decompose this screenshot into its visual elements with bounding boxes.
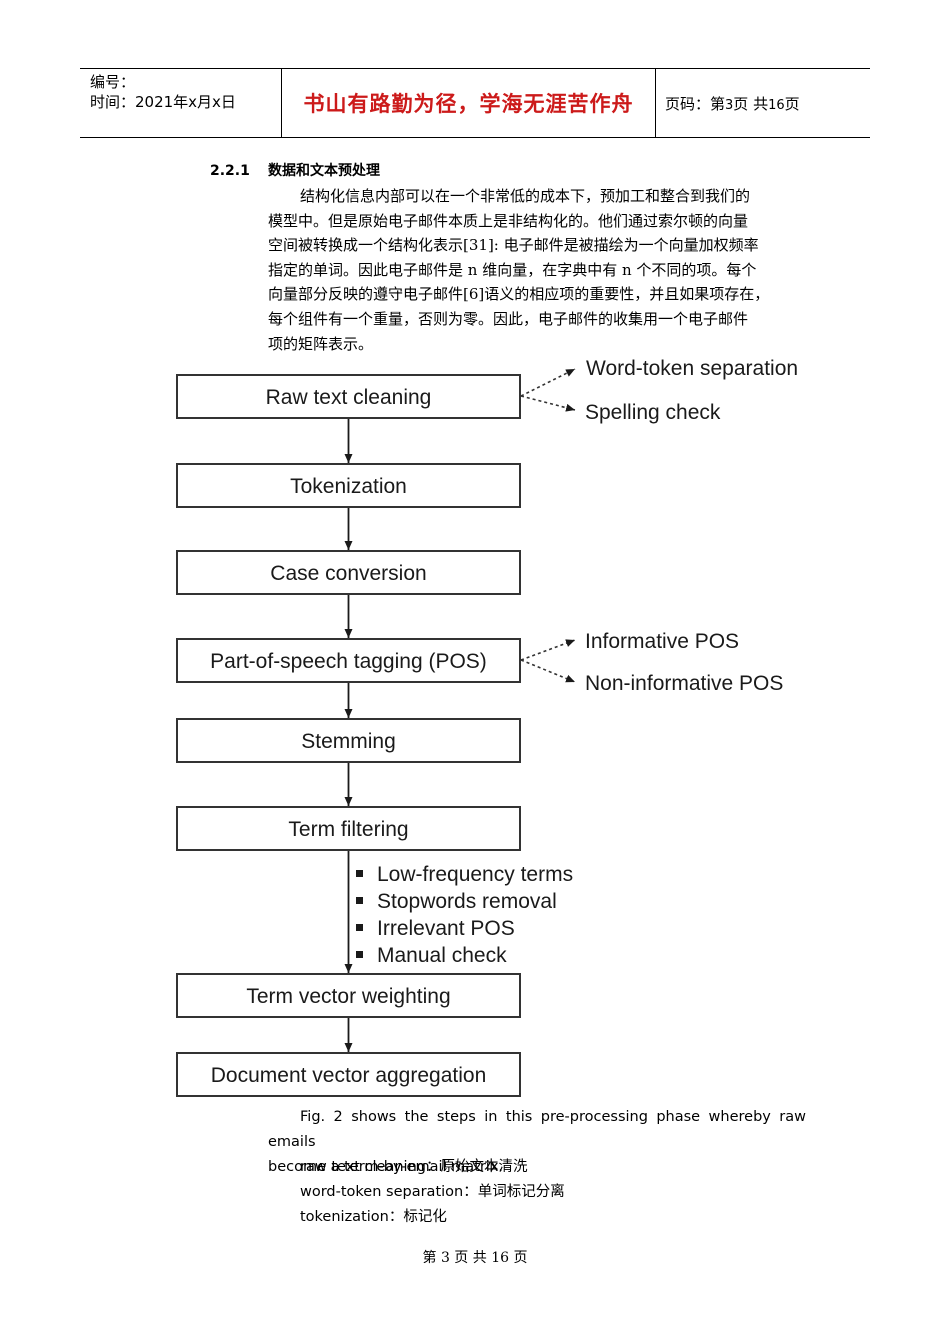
step-label: Term vector weighting [246, 985, 450, 1008]
bullet-icon [356, 951, 363, 958]
glossary-item: raw text cleaning：原始文本清洗 [300, 1159, 528, 1175]
step-box-case-conversion: Case conversion [176, 550, 521, 595]
filter-item: Stopwords removal [377, 890, 557, 913]
filter-item: Irrelevant POS [377, 917, 515, 940]
step-label: Case conversion [270, 562, 426, 585]
header-time-label: 时间：2021年x月x日 [90, 93, 236, 111]
branch-label-spelling-check: Spelling check [585, 401, 721, 424]
glossary-item: word-token separation：单词标记分离 [300, 1184, 565, 1200]
step-box-document-vector-aggregation: Document vector aggregation [176, 1052, 521, 1097]
step-box-raw-text-cleaning: Raw text cleaning [176, 374, 521, 419]
filter-item: Manual check [377, 944, 507, 967]
branch-label-word-token: Word-token separation [586, 357, 798, 380]
step-label: Tokenization [290, 475, 407, 498]
bullet-icon [356, 897, 363, 904]
step-label: Part-of-speech tagging (POS) [210, 650, 487, 673]
preprocessing-flowchart: Raw text cleaning Tokenization Case conv… [176, 357, 798, 1097]
branch-label-non-informative-pos: Non-informative POS [585, 672, 783, 695]
paragraph-line: 每个组件有一个重量，否则为零。因此，电子邮件的收集用一个电子邮件 [268, 309, 749, 328]
body-paragraph: 结构化信息内部可以在一个非常低的成本下，预加工和整合到我们的 模型中。但是原始电… [268, 184, 813, 356]
step-label: Stemming [301, 730, 396, 753]
header-number-label: 编号： [90, 73, 136, 91]
header-page-cell: 页码：第3页 共16页 [655, 69, 870, 137]
paragraph-line: 模型中。但是原始电子邮件本质上是非结构化的。他们通过索尔顿的向量 [268, 211, 749, 230]
step-label: Raw text cleaning [266, 386, 432, 409]
header-page-info: 页码：第3页 共16页 [665, 94, 800, 113]
glossary-item: tokenization：标记化 [300, 1209, 447, 1225]
bullet-icon [356, 870, 363, 877]
header-info-cell: 编号： 时间：2021年x月x日 [80, 69, 281, 137]
step-box-tokenization: Tokenization [176, 463, 521, 508]
paragraph-line: 指定的单词。因此电子邮件是 n 维向量，在字典中有 n 个不同的项。每个 [268, 260, 757, 279]
caption-line: become a term-by-email matrix. [268, 1159, 504, 1175]
figure-caption: Fig. 2 shows the steps in this pre-proce… [268, 1105, 806, 1180]
header-motto-cell: 书山有路勤为径，学海无涯苦作舟 [281, 69, 656, 137]
step-label: Document vector aggregation [211, 1064, 487, 1087]
paragraph-line: 向量部分反映的遵守电子邮件[6]语义的相应项的重要性，并且如果项存在， [268, 285, 770, 304]
step-box-pos-tagging: Part-of-speech tagging (POS) [176, 638, 521, 683]
paragraph-line: 结构化信息内部可以在一个非常低的成本下，预加工和整合到我们的 [300, 187, 751, 205]
header-motto: 书山有路勤为径，学海无涯苦作舟 [303, 92, 634, 116]
step-box-term-filtering: Term filtering [176, 806, 521, 851]
bullet-icon [356, 924, 363, 931]
step-box-term-vector-weighting: Term vector weighting [176, 973, 521, 1018]
branch-arrows [520, 368, 576, 683]
section-title: 数据和文本预处理 [268, 163, 380, 179]
page-footer: 第 3 页 共 16 页 [422, 1250, 528, 1266]
section-number: 2.2.1 [210, 163, 250, 179]
step-box-stemming: Stemming [176, 718, 521, 763]
step-label: Term filtering [288, 818, 408, 841]
filter-list: Low-frequency terms Stopwords removal Ir… [356, 863, 573, 967]
caption-line: Fig. 2 shows the steps in this pre-proce… [268, 1109, 806, 1150]
section-heading: 2.2.1 数据和文本预处理 [210, 160, 380, 180]
paragraph-line: 项的矩阵表示。 [268, 334, 374, 353]
branch-label-informative-pos: Informative POS [585, 630, 739, 653]
paragraph-line: 空间被转换成一个结构化表示[31]: 电子邮件是被描绘为一个向量加权频率 [268, 236, 759, 255]
filter-item: Low-frequency terms [377, 863, 573, 886]
page-header: 编号： 时间：2021年x月x日 书山有路勤为径，学海无涯苦作舟 页码：第3页 … [80, 68, 870, 138]
